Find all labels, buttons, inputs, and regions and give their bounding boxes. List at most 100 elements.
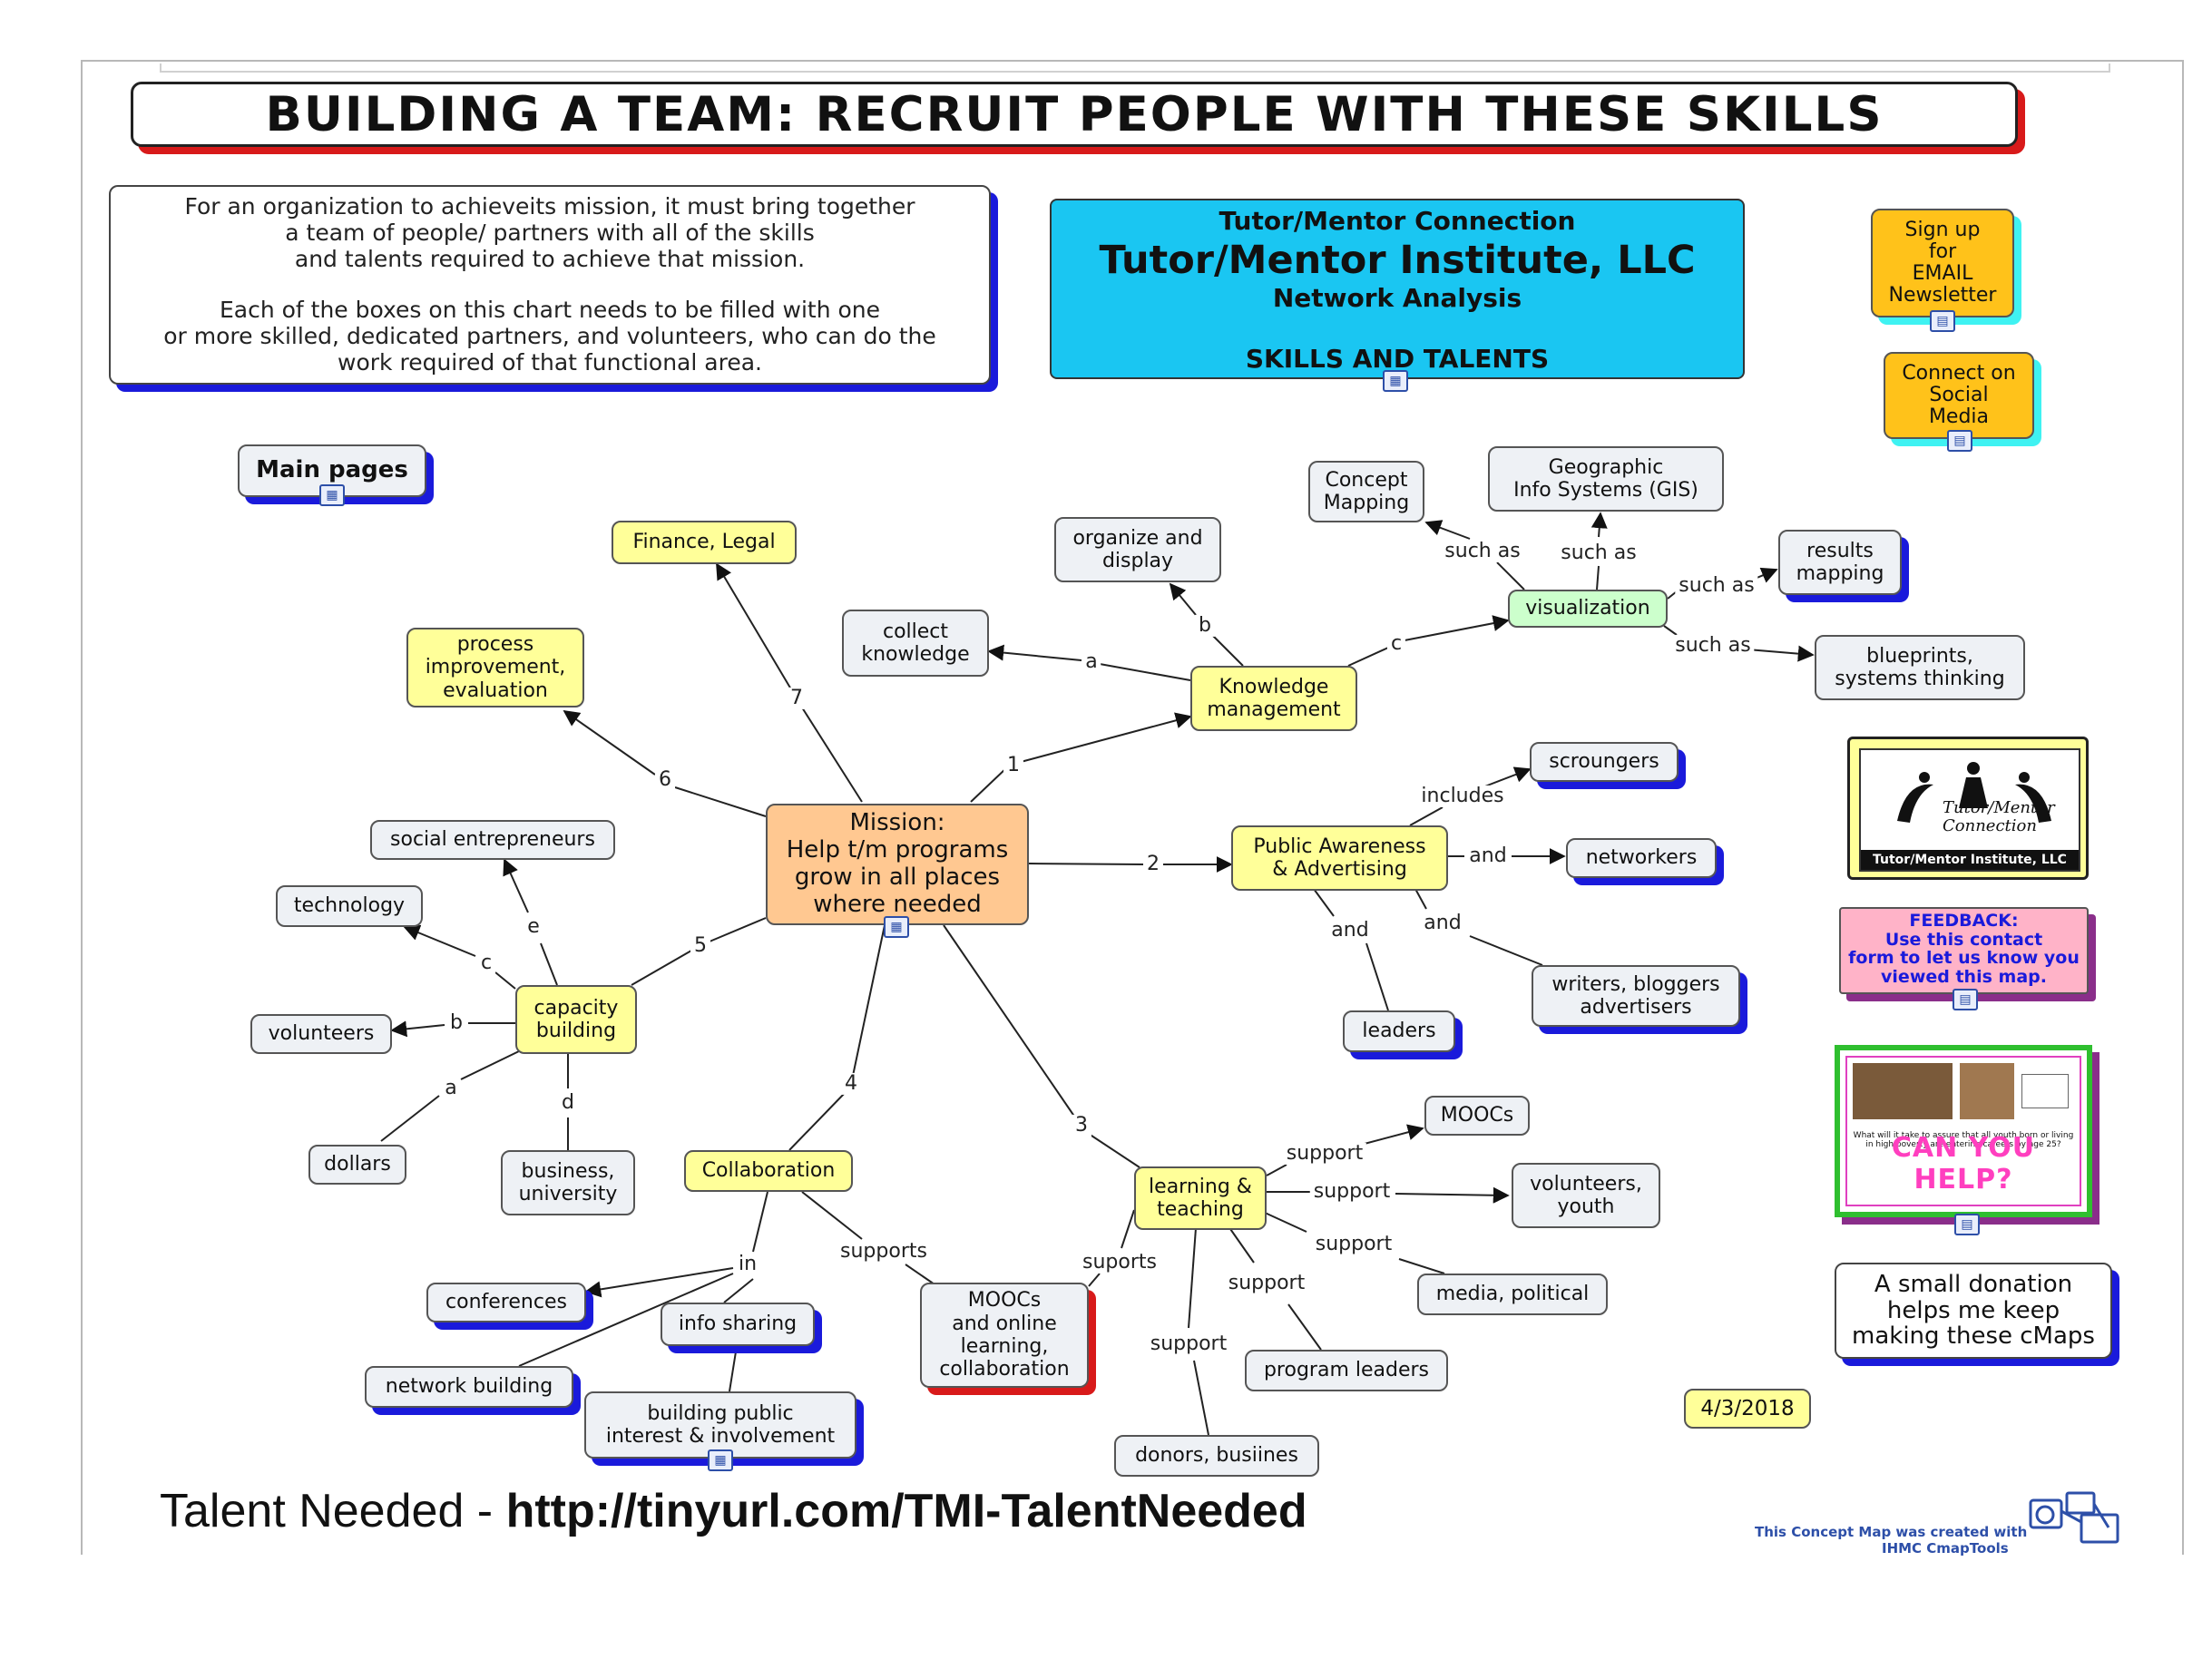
link-label-knowledge-b: b bbox=[1195, 614, 1215, 638]
header-box: Tutor/Mentor Connection Tutor/Mentor Ins… bbox=[1050, 199, 1745, 379]
leaders-node[interactable]: leaders bbox=[1343, 1010, 1455, 1052]
link-suports-moocs bbox=[1088, 1273, 1101, 1287]
link-label-capacity-b: b bbox=[446, 1011, 466, 1035]
link-label-5: 5 bbox=[690, 934, 710, 958]
link-in-conferences bbox=[584, 1267, 734, 1298]
writers-bloggers-node[interactable]: writers, bloggers advertisers bbox=[1532, 965, 1740, 1027]
link-public-and2 bbox=[1313, 888, 1335, 917]
link-label-support-2: support bbox=[1309, 1180, 1395, 1204]
capacity-building-node[interactable]: capacity building bbox=[515, 985, 637, 1054]
business-university-node[interactable]: business, university bbox=[501, 1150, 635, 1215]
mission-submap-icon[interactable]: ▦ bbox=[884, 916, 909, 938]
finance-legal-node[interactable]: Finance, Legal bbox=[612, 521, 797, 564]
feedback-doc-icon[interactable]: ▤ bbox=[1953, 989, 1978, 1010]
volunteers-node[interactable]: volunteers bbox=[250, 1014, 392, 1054]
social-entrepreneurs-node[interactable]: social entrepreneurs bbox=[370, 820, 615, 860]
footer-url-link[interactable]: http://tinyurl.com/TMI-TalentNeeded bbox=[505, 1485, 1307, 1537]
intro-paragraph-2: Each of the boxes on this chart needs to… bbox=[163, 297, 936, 376]
link-viz-sa1 bbox=[1496, 561, 1525, 590]
flyer-diagram bbox=[2021, 1074, 2069, 1108]
link-knowledge-a bbox=[1099, 663, 1191, 681]
footer-prefix: Talent Needed - bbox=[160, 1485, 506, 1537]
link-viz-sa2 bbox=[1596, 565, 1600, 590]
info-sharing-node[interactable]: info sharing bbox=[661, 1303, 815, 1346]
link-in-info bbox=[723, 1278, 754, 1303]
link-sa2-gis bbox=[1590, 512, 1608, 538]
link-sup5-donors bbox=[1193, 1360, 1209, 1436]
concept-mapping-node[interactable]: Concept Mapping bbox=[1308, 461, 1424, 522]
link-sup2-youth bbox=[1395, 1186, 1510, 1204]
link-supports-moocs bbox=[905, 1264, 935, 1285]
volunteers-youth-node[interactable]: volunteers, youth bbox=[1512, 1163, 1660, 1228]
tutor-mentor-logo[interactable]: Tutor/Mentor Connection Tutor/Mentor Ins… bbox=[1847, 737, 2089, 880]
link-public-includes bbox=[1409, 806, 1444, 826]
networkers-node[interactable]: networkers bbox=[1566, 838, 1717, 878]
link-7-finance bbox=[716, 562, 792, 690]
link-6-process bbox=[563, 709, 656, 776]
link-sup1-moocs bbox=[1360, 1124, 1424, 1146]
intro-paragraph-1: For an organization to achieveits missio… bbox=[184, 193, 915, 272]
link-mission-collab bbox=[852, 924, 886, 1077]
flyer-headline: CAN YOU HELP? bbox=[1891, 1132, 2036, 1195]
link-label-capacity-a: a bbox=[441, 1077, 461, 1100]
visualization-node[interactable]: visualization bbox=[1508, 590, 1668, 628]
dollars-node[interactable]: dollars bbox=[308, 1145, 406, 1185]
collaboration-node[interactable]: Collaboration bbox=[684, 1150, 853, 1192]
link-public-and3 bbox=[1414, 888, 1427, 910]
media-political-node[interactable]: media, political bbox=[1417, 1274, 1608, 1315]
flyer-doc-icon[interactable]: ▤ bbox=[1954, 1214, 1980, 1235]
link-mission-capacity bbox=[709, 917, 767, 942]
logo-caption: Tutor/Mentor Institute, LLC bbox=[1861, 850, 2079, 870]
program-leaders-node[interactable]: program leaders bbox=[1245, 1350, 1448, 1391]
social-doc-icon[interactable]: ▤ bbox=[1947, 430, 1972, 452]
link-1-knowledge bbox=[1020, 712, 1192, 763]
social-media-box[interactable]: Connect on Social Media bbox=[1884, 352, 2034, 439]
can-you-help-flyer[interactable]: What will it take to assure that all you… bbox=[1835, 1045, 2092, 1217]
date-badge: 4/3/2018 bbox=[1684, 1389, 1811, 1429]
link-label-and-1: and bbox=[1465, 844, 1511, 868]
link-mission-learning bbox=[943, 924, 1076, 1118]
link-in-network bbox=[518, 1273, 734, 1367]
process-improvement-node[interactable]: process improvement, evaluation bbox=[406, 628, 584, 708]
moocs-node[interactable]: MOOCs bbox=[1424, 1096, 1530, 1136]
link-label-support-3: support bbox=[1311, 1233, 1396, 1256]
header-line-3: Network Analysis bbox=[1272, 283, 1522, 313]
building-public-submap-icon[interactable]: ▦ bbox=[708, 1449, 733, 1471]
donation-box[interactable]: A small donation helps me keep making th… bbox=[1835, 1263, 2112, 1359]
technology-node[interactable]: technology bbox=[276, 885, 423, 927]
link-collab-supports bbox=[801, 1191, 863, 1240]
mission-node[interactable]: Mission: Help t/m programs grow in all p… bbox=[766, 804, 1029, 925]
link-includes-scroungers bbox=[1482, 766, 1532, 788]
organize-display-node[interactable]: organize and display bbox=[1054, 517, 1221, 582]
footer-caption: Talent Needed - http://tinyurl.com/TMI-T… bbox=[160, 1484, 1307, 1538]
link-label-knowledge-c: c bbox=[1386, 632, 1406, 656]
public-awareness-node[interactable]: Public Awareness & Advertising bbox=[1231, 825, 1448, 891]
newsletter-doc-icon[interactable]: ▤ bbox=[1930, 310, 1955, 332]
header-submap-icon[interactable]: ▦ bbox=[1383, 370, 1408, 392]
knowledge-management-node[interactable]: Knowledge management bbox=[1190, 666, 1357, 731]
main-pages-submap-icon[interactable]: ▦ bbox=[319, 484, 345, 506]
conferences-node[interactable]: conferences bbox=[426, 1283, 586, 1322]
blueprints-node[interactable]: blueprints, systems thinking bbox=[1815, 635, 2025, 700]
gis-node[interactable]: Geographic Info Systems (GIS) bbox=[1488, 446, 1724, 512]
donors-business-node[interactable]: donors, busiines bbox=[1114, 1435, 1319, 1477]
flyer-photo-1 bbox=[1853, 1063, 1953, 1119]
link-label-and-3: and bbox=[1420, 912, 1465, 935]
link-label-in: in bbox=[734, 1253, 761, 1276]
network-building-node[interactable]: network building bbox=[365, 1366, 573, 1408]
results-mapping-node[interactable]: results mapping bbox=[1778, 530, 1902, 595]
moocs-online-learning-node[interactable]: MOOCs and online learning, collaboration bbox=[920, 1283, 1089, 1388]
canvas-top-bar bbox=[160, 63, 2110, 73]
link-learning-suports bbox=[1121, 1209, 1135, 1249]
scroungers-node[interactable]: scroungers bbox=[1530, 742, 1679, 782]
learning-teaching-node[interactable]: learning & teaching bbox=[1134, 1166, 1267, 1230]
building-public-interest-node[interactable]: building public interest & involvement bbox=[584, 1391, 856, 1459]
main-pages-node[interactable]: Main pages bbox=[238, 444, 426, 497]
link-c-technology bbox=[403, 924, 476, 957]
link-label-capacity-d: d bbox=[558, 1091, 578, 1115]
feedback-box[interactable]: FEEDBACK: Use this contact form to let u… bbox=[1839, 907, 2089, 994]
newsletter-signup-box[interactable]: Sign up for EMAIL Newsletter bbox=[1871, 209, 2014, 317]
collect-knowledge-node[interactable]: collect knowledge bbox=[842, 610, 989, 677]
link-e-social bbox=[503, 858, 529, 913]
